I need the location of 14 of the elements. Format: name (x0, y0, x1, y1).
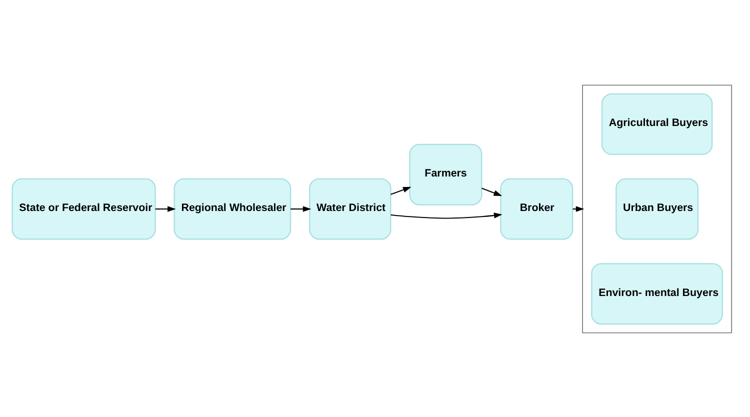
arrow (155, 206, 176, 212)
node-box: Urban Buyers (616, 178, 699, 240)
node-box: State or Federal Reservoir (12, 178, 156, 240)
node-box: Water District (309, 178, 392, 240)
node-box: Broker (500, 178, 574, 240)
arrow (482, 187, 502, 196)
node-box: Agricultural Buyers (601, 92, 713, 154)
node-box: Environ- mental Buyers (591, 262, 723, 324)
arrow (390, 186, 412, 194)
node-box: Regional Wholesaler (174, 178, 292, 240)
arrow (390, 212, 502, 218)
arrow (290, 206, 312, 212)
cluster (582, 84, 732, 333)
node-box: Farmers (409, 143, 482, 205)
